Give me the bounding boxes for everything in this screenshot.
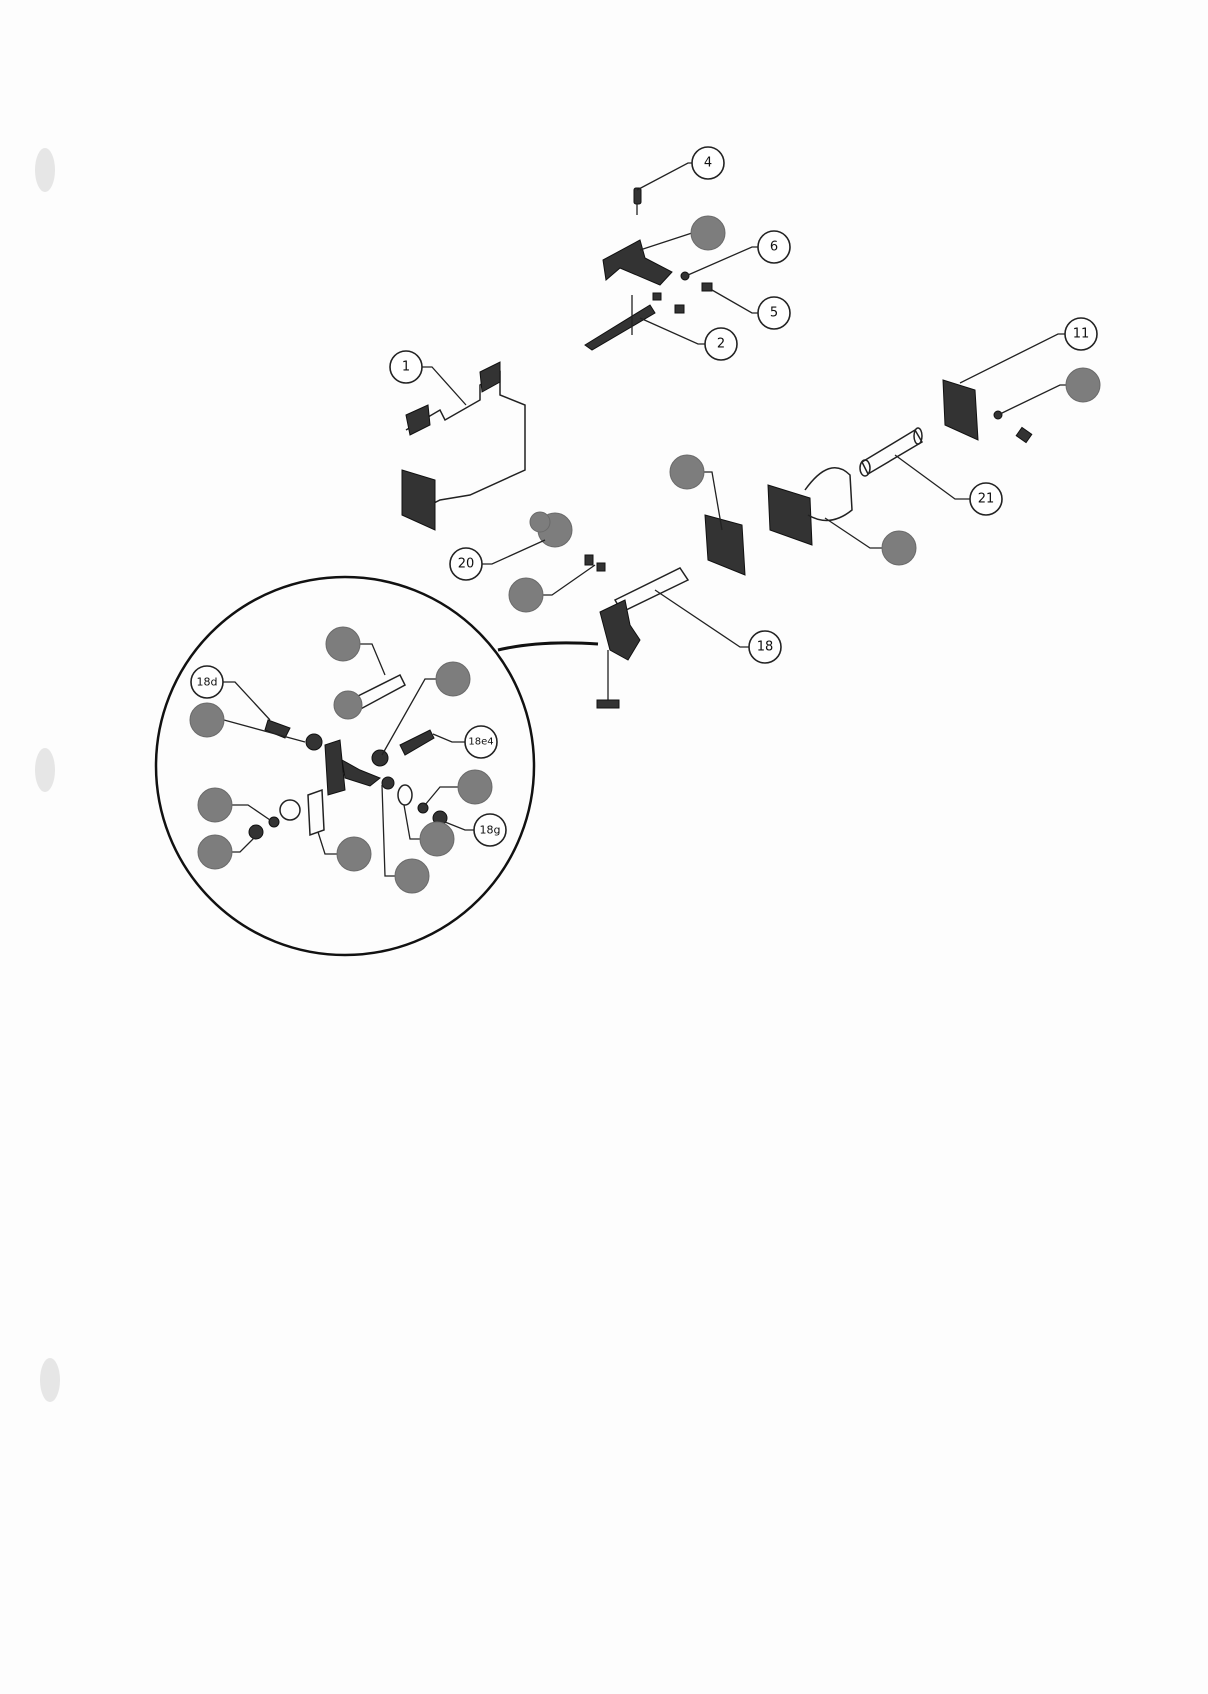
part-11-plate xyxy=(942,379,979,441)
part-screw xyxy=(1015,426,1033,444)
callout-redacted xyxy=(381,784,430,894)
callout-18: 18 xyxy=(654,589,782,664)
part-21-cylinder xyxy=(859,427,924,477)
callout-18d: 18d xyxy=(190,665,271,721)
callout-label: 18e4 xyxy=(468,737,493,748)
callout-18e4: 18e4 xyxy=(432,725,498,759)
inset-bolt-18e4 xyxy=(399,729,435,756)
scan-punch-hole xyxy=(35,148,55,192)
part-2-shaft xyxy=(584,295,656,351)
callout-label: 18d xyxy=(197,676,218,689)
callout-label: 21 xyxy=(978,492,995,507)
part-4-screw xyxy=(633,187,642,215)
callout-1: 1 xyxy=(389,350,467,406)
inset-lever-plate xyxy=(324,739,346,796)
callout-redacted xyxy=(508,564,596,613)
scan-punch-hole xyxy=(35,748,55,792)
part-bracket-plate xyxy=(704,514,746,576)
callout-label: 4 xyxy=(704,156,712,171)
part-18-lever xyxy=(596,567,690,709)
inset-pin-end xyxy=(333,690,363,720)
part-bolt xyxy=(674,304,685,314)
callout-18g: 18g xyxy=(444,813,507,847)
callout-label: 6 xyxy=(770,240,778,255)
callout-redacted xyxy=(197,787,271,823)
callout-redacted xyxy=(639,215,726,251)
callout-label: 18g xyxy=(480,824,501,837)
callout-redacted xyxy=(403,804,455,857)
part-5-nut xyxy=(701,282,713,292)
part-washer xyxy=(993,410,1003,420)
callout-label: 11 xyxy=(1073,327,1090,342)
part-nut xyxy=(652,292,662,301)
inset-washer xyxy=(279,799,301,821)
scan-punch-hole xyxy=(40,1358,60,1402)
callout-label: 5 xyxy=(770,306,778,321)
callout-label: 20 xyxy=(458,557,475,572)
inset-bracket xyxy=(307,788,325,837)
callout-redacted xyxy=(424,769,493,806)
part-1-frame xyxy=(401,361,526,531)
part-bracket xyxy=(602,239,673,286)
callout-label: 2 xyxy=(717,337,725,352)
callout-6: 6 xyxy=(687,230,791,276)
callout-label: 1 xyxy=(402,360,410,375)
part-6-washer xyxy=(680,271,690,281)
callout-20: 20 xyxy=(449,539,546,581)
callout-redacted xyxy=(824,517,917,566)
callout-redacted xyxy=(197,834,255,870)
callout-11: 11 xyxy=(959,317,1098,384)
callout-redacted xyxy=(381,661,471,756)
inset-nut xyxy=(417,802,429,814)
inset-arm xyxy=(341,759,381,787)
callout-redacted xyxy=(669,454,723,531)
inset-nut xyxy=(371,749,389,767)
part-drum xyxy=(767,466,853,546)
callout-4: 4 xyxy=(636,146,725,191)
detail-inset: 18d 18e4 18g xyxy=(154,575,599,957)
callout-2: 2 xyxy=(639,317,738,361)
inset-nut xyxy=(305,733,323,751)
callout-redacted xyxy=(189,702,306,743)
inset-nut xyxy=(248,824,264,840)
callout-redacted xyxy=(325,626,386,676)
detail-pointer xyxy=(497,641,599,652)
part-20-cam xyxy=(529,511,606,572)
callout-label: 18 xyxy=(757,640,774,655)
inset-bolt-18d xyxy=(264,719,291,739)
inset-nut xyxy=(268,816,280,828)
callout-5: 5 xyxy=(711,289,791,330)
callout-redacted xyxy=(999,367,1101,415)
inset-washer xyxy=(397,784,413,806)
inset-spacer xyxy=(381,776,395,790)
callout-21: 21 xyxy=(894,454,1003,516)
callout-redacted xyxy=(317,831,372,872)
